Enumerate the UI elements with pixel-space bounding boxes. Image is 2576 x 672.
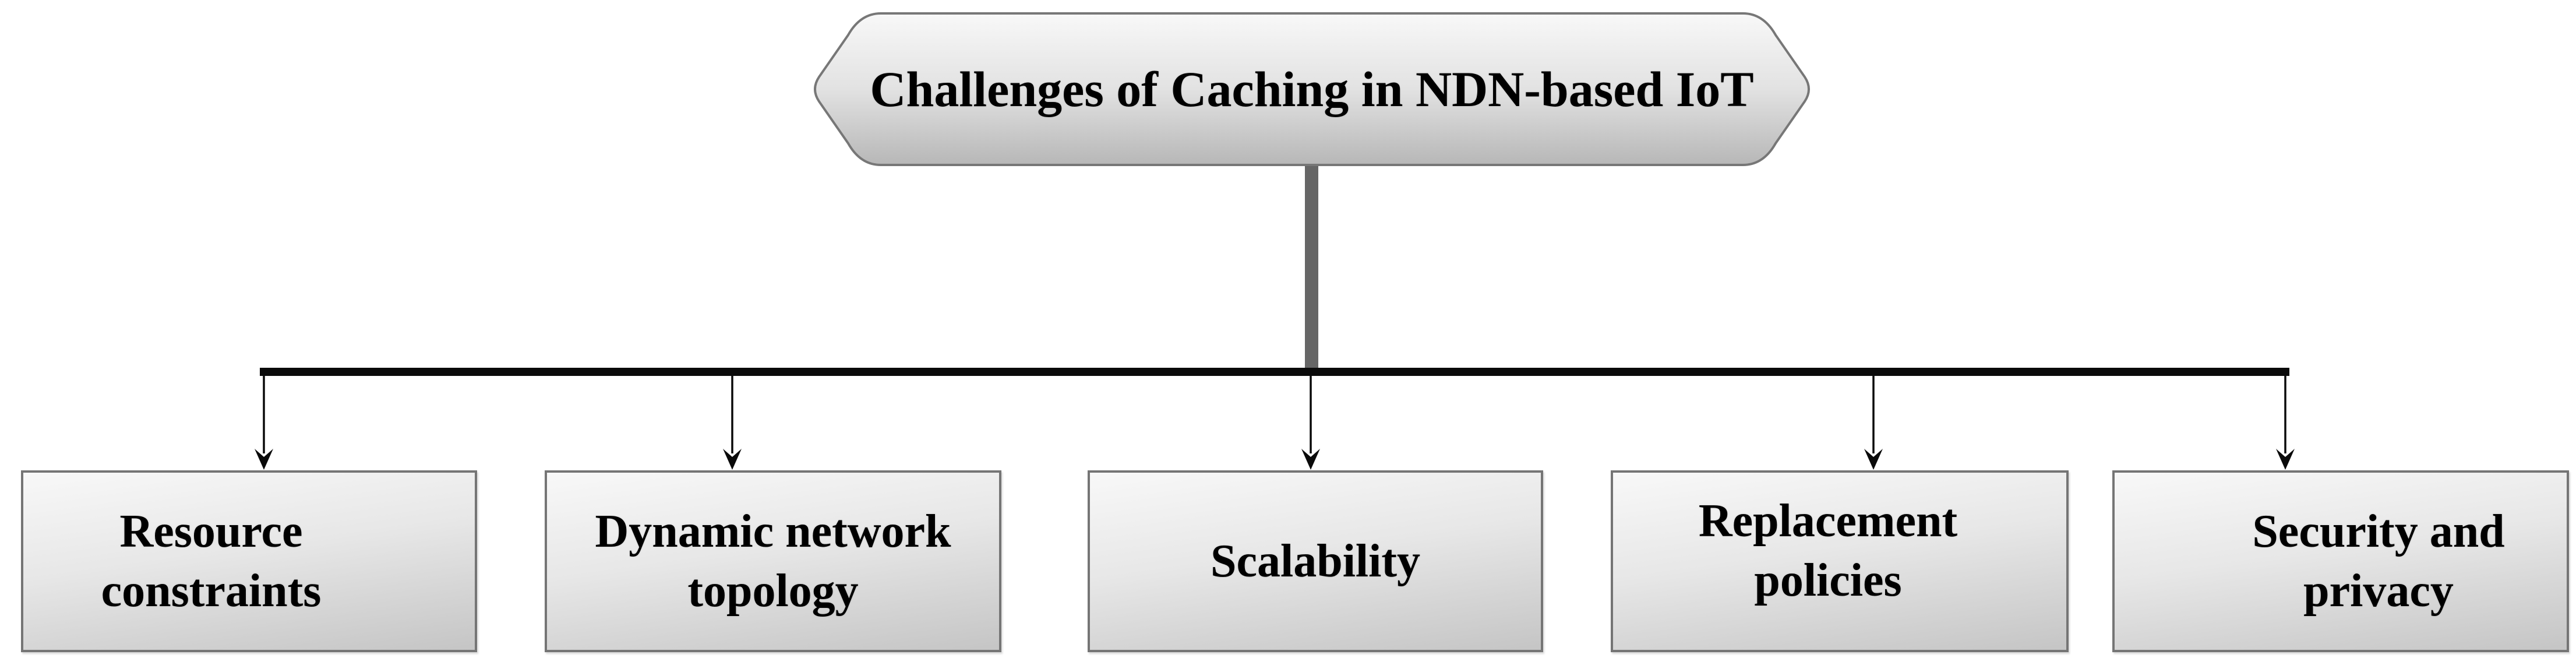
child-box-label: Resource constraints — [101, 505, 322, 617]
child-box-resource-constraints: Resource constraints — [21, 470, 477, 652]
branch-arrow-2 — [723, 376, 742, 470]
child-box-scalability: Scalability — [1088, 470, 1543, 652]
arrow-down-icon — [723, 449, 742, 470]
branch-arrow-4 — [1864, 376, 1883, 470]
arrow-down-icon — [255, 449, 273, 470]
child-box-label: Security and privacy — [2252, 505, 2505, 617]
child-box-label: Scalability — [1210, 535, 1421, 587]
child-box-label: Replacement policies — [1698, 495, 1958, 606]
page-title: Challenges of Caching in NDN-based IoT — [870, 61, 1754, 117]
branch-arrow-5 — [2276, 376, 2295, 470]
child-box-security-and-privacy: Security and privacy — [2112, 470, 2569, 652]
branch-arrow-3 — [1301, 376, 1320, 470]
child-box-replacement-policies: Replacement policies — [1611, 470, 2069, 652]
child-box-label: Dynamic network topology — [595, 505, 951, 617]
arrow-down-icon — [1864, 449, 1883, 470]
arrow-down-icon — [2276, 449, 2295, 470]
branch-arrow-1 — [255, 376, 273, 470]
title-hexagon-shape — [814, 12, 1810, 166]
arrow-down-icon — [1301, 449, 1320, 470]
branch-bar — [260, 368, 2289, 376]
child-box-dynamic-network-topology: Dynamic network topology — [545, 470, 1001, 652]
trunk-connector — [1305, 164, 1318, 369]
